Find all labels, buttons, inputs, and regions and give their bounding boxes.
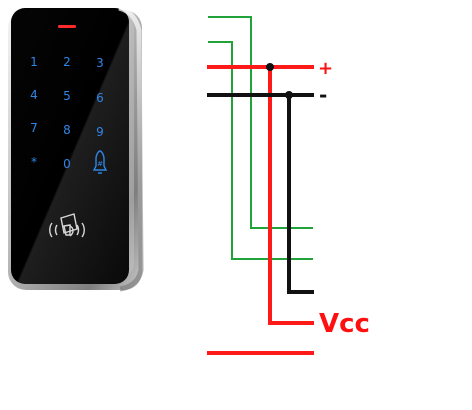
vcc-wire xyxy=(268,65,314,325)
negative-junction-dot xyxy=(285,91,293,99)
wire-labels: + - Vcc xyxy=(318,58,370,339)
wire-lines xyxy=(207,16,314,355)
key-asterisk[interactable]: * xyxy=(31,155,37,169)
minus-label: - xyxy=(319,83,327,107)
bell-icon[interactable]: # xyxy=(92,150,108,174)
key-0[interactable]: 0 xyxy=(63,157,71,171)
key-5[interactable]: 5 xyxy=(63,89,71,103)
vcc-label: Vcc xyxy=(319,309,370,339)
key-9[interactable]: 9 xyxy=(96,125,104,139)
key-6[interactable]: 6 xyxy=(96,91,104,105)
status-led-icon xyxy=(58,25,76,28)
key-7[interactable]: 7 xyxy=(30,121,38,135)
plus-label: + xyxy=(318,58,333,79)
rfid-reader-icon xyxy=(49,213,85,238)
device-front-panel xyxy=(11,8,129,284)
ground-wire xyxy=(287,93,314,294)
positive-junction-dot xyxy=(266,63,274,71)
key-3[interactable]: 3 xyxy=(96,56,104,70)
svg-text:#: # xyxy=(97,160,103,168)
access-keypad-device: 1 2 3 4 5 6 7 8 9 * 0 # xyxy=(8,5,144,292)
key-2[interactable]: 2 xyxy=(63,55,71,69)
green-wire-top xyxy=(208,16,313,229)
key-8[interactable]: 8 xyxy=(63,123,71,137)
key-1[interactable]: 1 xyxy=(30,55,38,69)
key-4[interactable]: 4 xyxy=(30,88,38,102)
frame-highlight xyxy=(118,5,144,292)
keypad-grid: 1 2 3 4 5 6 7 8 9 * 0 # xyxy=(30,55,108,174)
green-wire-second xyxy=(208,41,313,260)
